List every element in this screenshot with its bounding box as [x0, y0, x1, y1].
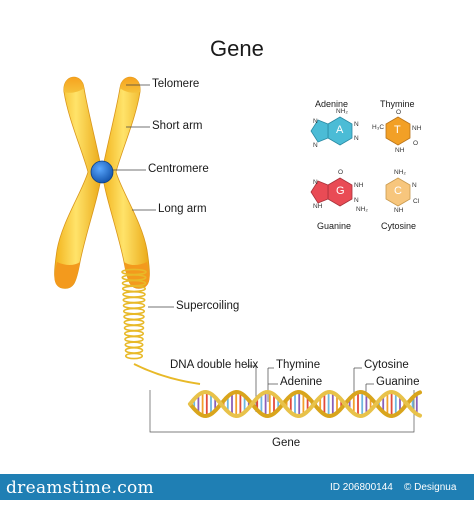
dna-strand-2 [188, 390, 422, 418]
chromatid-left [54, 76, 103, 289]
thymine-atom: NH [412, 125, 422, 132]
guanine-atom: NH₂ [356, 206, 368, 213]
label-dna-double-helix: DNA double helix [170, 359, 259, 371]
label-thymine-dna: Thymine [276, 359, 321, 371]
cytosine-atom: N [412, 182, 417, 189]
adenine-molecule [310, 116, 353, 146]
coil-loop [124, 352, 144, 360]
molecule-name-adenine: Adenine [315, 99, 349, 109]
coil-loop [123, 318, 145, 326]
guanine-letter: G [336, 185, 345, 197]
footer-brand: dreamstime.com [6, 478, 154, 498]
coil-loop [123, 324, 145, 332]
thymine-atom: NH [395, 147, 405, 154]
footer-author: © Designua [404, 482, 457, 493]
coil-loop [122, 296, 146, 304]
cytosine-atom: NH₂ [394, 169, 406, 176]
label-adenine-dna: Adenine [280, 376, 323, 388]
guanine-atom: O [338, 169, 344, 176]
dna-double-helix [188, 390, 422, 418]
footer-image-id: ID 206800144 [330, 482, 393, 493]
guanine-atom: N [354, 197, 359, 204]
coil-loop [124, 341, 144, 349]
chromosome [54, 76, 150, 289]
cytosine-molecule [385, 177, 411, 207]
coil-loop [122, 302, 146, 309]
thymine-molecule [385, 116, 411, 146]
cytosine-letter: C [394, 185, 402, 197]
thymine-atom: O [396, 109, 402, 116]
thymine-atom: O [413, 140, 419, 147]
adenine-atom: N [354, 121, 359, 128]
leader-lines [113, 84, 415, 433]
thymine-letter: T [394, 124, 401, 136]
adenine-letter: A [336, 124, 344, 136]
label-guanine-dna: Guanine [376, 376, 420, 388]
guanine-molecule [310, 177, 353, 207]
cytosine-atom: NH [394, 207, 404, 214]
dna-strand-1 [188, 390, 422, 418]
coil-loop [122, 290, 146, 298]
supercoil [121, 268, 201, 385]
label-short-arm: Short arm [152, 120, 203, 132]
coil-loop [123, 313, 145, 321]
label-cytosine-dna: Cytosine [364, 359, 409, 371]
label-centromere: Centromere [148, 163, 209, 175]
coil-loop [122, 307, 146, 315]
label-telomere: Telomere [152, 78, 200, 90]
coil-loop [124, 346, 144, 354]
guanine-atom: N [313, 179, 318, 186]
coil-tail [133, 363, 201, 385]
cytosine-atom: Cl [413, 198, 420, 205]
coil-loop [123, 330, 145, 337]
label-gene: Gene [272, 437, 301, 449]
telomere-cap-bottom-left [54, 262, 80, 289]
coil-loop [121, 285, 147, 293]
molecule-name-guanine: Guanine [317, 221, 352, 231]
chromatid-right [101, 76, 150, 289]
adenine-atom: N [313, 142, 318, 149]
guanine-atom: NH [354, 182, 364, 189]
page-title: Gene [210, 36, 264, 61]
adenine-atom: N [313, 118, 318, 125]
molecule-name-cytosine: Cytosine [381, 221, 417, 231]
adenine-atom: N [354, 135, 359, 142]
molecule-name-thymine: Thymine [380, 99, 415, 109]
label-long-arm: Long arm [158, 203, 207, 215]
coil-loop [124, 335, 144, 343]
adenine-atom: NH₂ [336, 108, 348, 115]
telomere-cap-top-left [63, 77, 84, 93]
footer-bar: dreamstime.com ID 206800144 © Designua [0, 474, 474, 500]
guanine-atom: NH [313, 203, 323, 210]
thymine-atom: H₃C [372, 124, 385, 131]
centromere [90, 160, 114, 184]
label-supercoiling: Supercoiling [176, 300, 240, 312]
